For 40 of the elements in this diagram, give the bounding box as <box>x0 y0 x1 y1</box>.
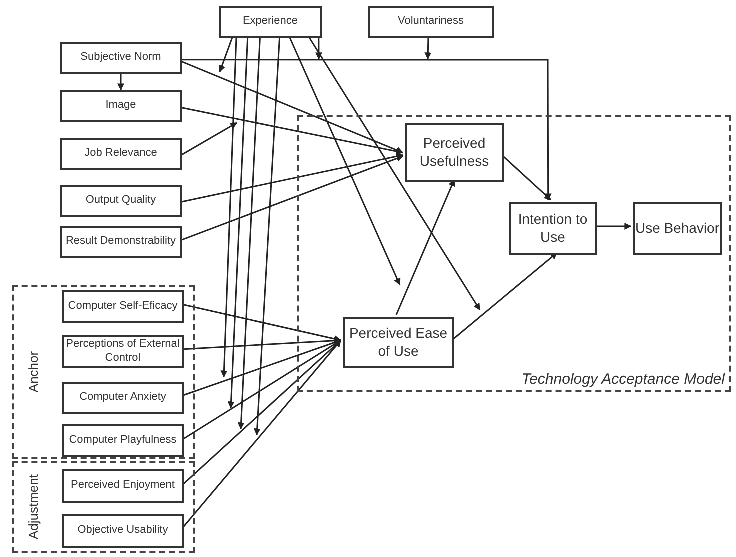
arrow <box>182 153 404 203</box>
construct-box: Use Behavior <box>633 202 722 255</box>
construct-box: Subjective Norm <box>60 42 182 74</box>
construct-box: Computer Playfulness <box>62 424 184 457</box>
dashed-group-frame <box>12 285 195 459</box>
arrow <box>182 107 404 156</box>
construct-box: Computer Self-Eficacy <box>62 290 184 323</box>
dashed-group-frame <box>297 115 731 392</box>
construct-box: Perceived Enjoyment <box>62 469 184 503</box>
arrow <box>182 59 552 201</box>
construct-box: Job Relevance <box>60 138 182 170</box>
construct-box: Objective Usability <box>62 514 184 548</box>
arrow <box>182 155 404 241</box>
construct-box: Voluntariness <box>368 6 494 38</box>
construct-box: Image <box>60 90 182 122</box>
arrow <box>595 223 632 230</box>
arrow <box>309 38 481 311</box>
arrow <box>218 38 234 73</box>
arrow <box>315 38 322 60</box>
group-title: Adjustment <box>26 474 41 540</box>
construct-box: Computer Anxiety <box>62 382 184 414</box>
arrow <box>182 122 238 156</box>
construct-box: Result Demonstrability <box>60 226 182 258</box>
arrow <box>220 38 238 378</box>
arrow <box>238 38 261 430</box>
arrow <box>118 74 124 91</box>
group-title: Anchor <box>26 351 41 393</box>
arrow <box>289 38 401 286</box>
group-title: Technology Acceptance Model <box>522 371 725 388</box>
construct-box: Experience <box>219 6 322 38</box>
construct-box: Perceptions of External Control <box>62 335 184 368</box>
dashed-group-frame <box>12 461 195 553</box>
arrow <box>182 61 404 154</box>
construct-box: Perceived Usefulness <box>405 123 504 182</box>
construct-box: Intention to Use <box>509 202 597 255</box>
construct-box: Perceived Ease of Use <box>343 317 454 368</box>
arrow <box>424 38 432 60</box>
arrow <box>228 38 249 409</box>
arrow <box>254 38 281 436</box>
construct-box: Output Quality <box>60 185 182 217</box>
